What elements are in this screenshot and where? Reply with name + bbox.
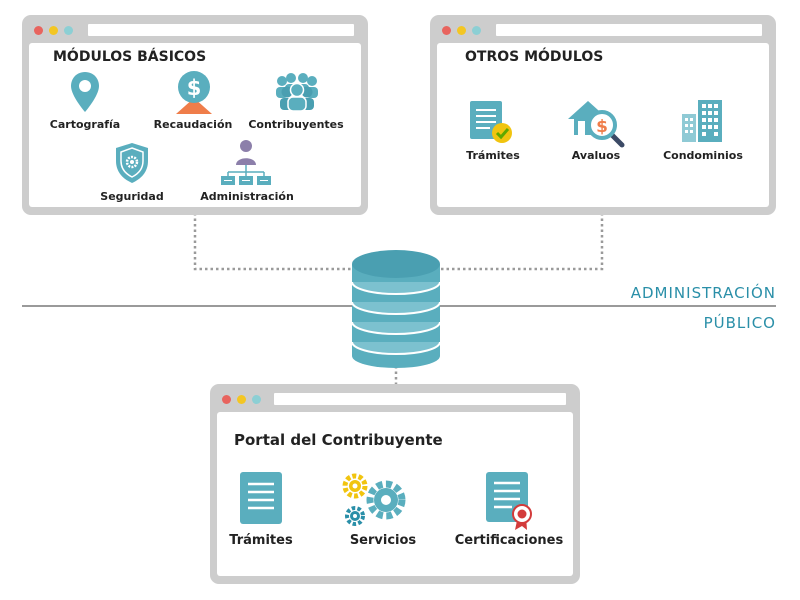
svg-text:$: $ <box>596 117 608 137</box>
module-label-certificaciones: Certificaciones <box>454 533 564 548</box>
module-label-recaudacion: Recaudación <box>153 118 233 131</box>
module-label-condominios: Condominios <box>663 149 743 162</box>
connector-right <box>438 213 604 271</box>
window-dot-teal <box>252 395 261 404</box>
svg-text:$: $ <box>187 76 202 100</box>
gears-icon[interactable] <box>338 470 418 530</box>
module-label-servicios: Servicios <box>349 533 417 548</box>
document-check-icon[interactable] <box>468 99 516 145</box>
house-search-icon[interactable]: $ <box>566 97 626 149</box>
window-dot-red <box>442 26 451 35</box>
module-label-tramites-top: Trámites <box>466 149 520 162</box>
window-content <box>29 43 361 207</box>
building-icon[interactable] <box>680 98 726 144</box>
module-label-administracion: Administración <box>200 190 294 203</box>
module-label-tramites-bottom: Trámites <box>229 533 293 548</box>
portal-title: Portal del Contribuyente <box>234 431 443 449</box>
window-dot-teal <box>64 26 73 35</box>
shield-icon[interactable] <box>113 141 151 185</box>
people-icon[interactable] <box>272 70 322 112</box>
dollar-icon[interactable]: $ <box>175 70 213 116</box>
certificate-icon[interactable] <box>484 470 540 532</box>
window-dot-yellow <box>49 26 58 35</box>
address-bar <box>496 24 762 36</box>
org-chart-icon[interactable] <box>219 138 273 188</box>
window-dot-yellow <box>237 395 246 404</box>
database-icon <box>351 250 441 368</box>
window-dot-teal <box>472 26 481 35</box>
window-dot-red <box>34 26 43 35</box>
other-modules-title: OTROS MÓDULOS <box>465 49 604 65</box>
connector-left <box>193 213 355 271</box>
label-publico: PÚBLICO <box>703 314 776 332</box>
map-pin-icon[interactable] <box>69 70 101 114</box>
module-label-contribuyentes: Contribuyentes <box>248 118 344 131</box>
module-label-seguridad: Seguridad <box>100 190 164 203</box>
address-bar <box>88 24 354 36</box>
window-dot-yellow <box>457 26 466 35</box>
document-icon[interactable] <box>238 470 284 526</box>
address-bar <box>274 393 566 405</box>
basic-modules-window <box>22 15 368 215</box>
module-label-cartografia: Cartografía <box>49 118 121 131</box>
window-dot-red <box>222 395 231 404</box>
module-label-avaluos: Avaluos <box>571 149 621 162</box>
label-administracion: ADMINISTRACIÓN <box>630 284 776 302</box>
basic-modules-title: MÓDULOS BÁSICOS <box>53 49 207 65</box>
